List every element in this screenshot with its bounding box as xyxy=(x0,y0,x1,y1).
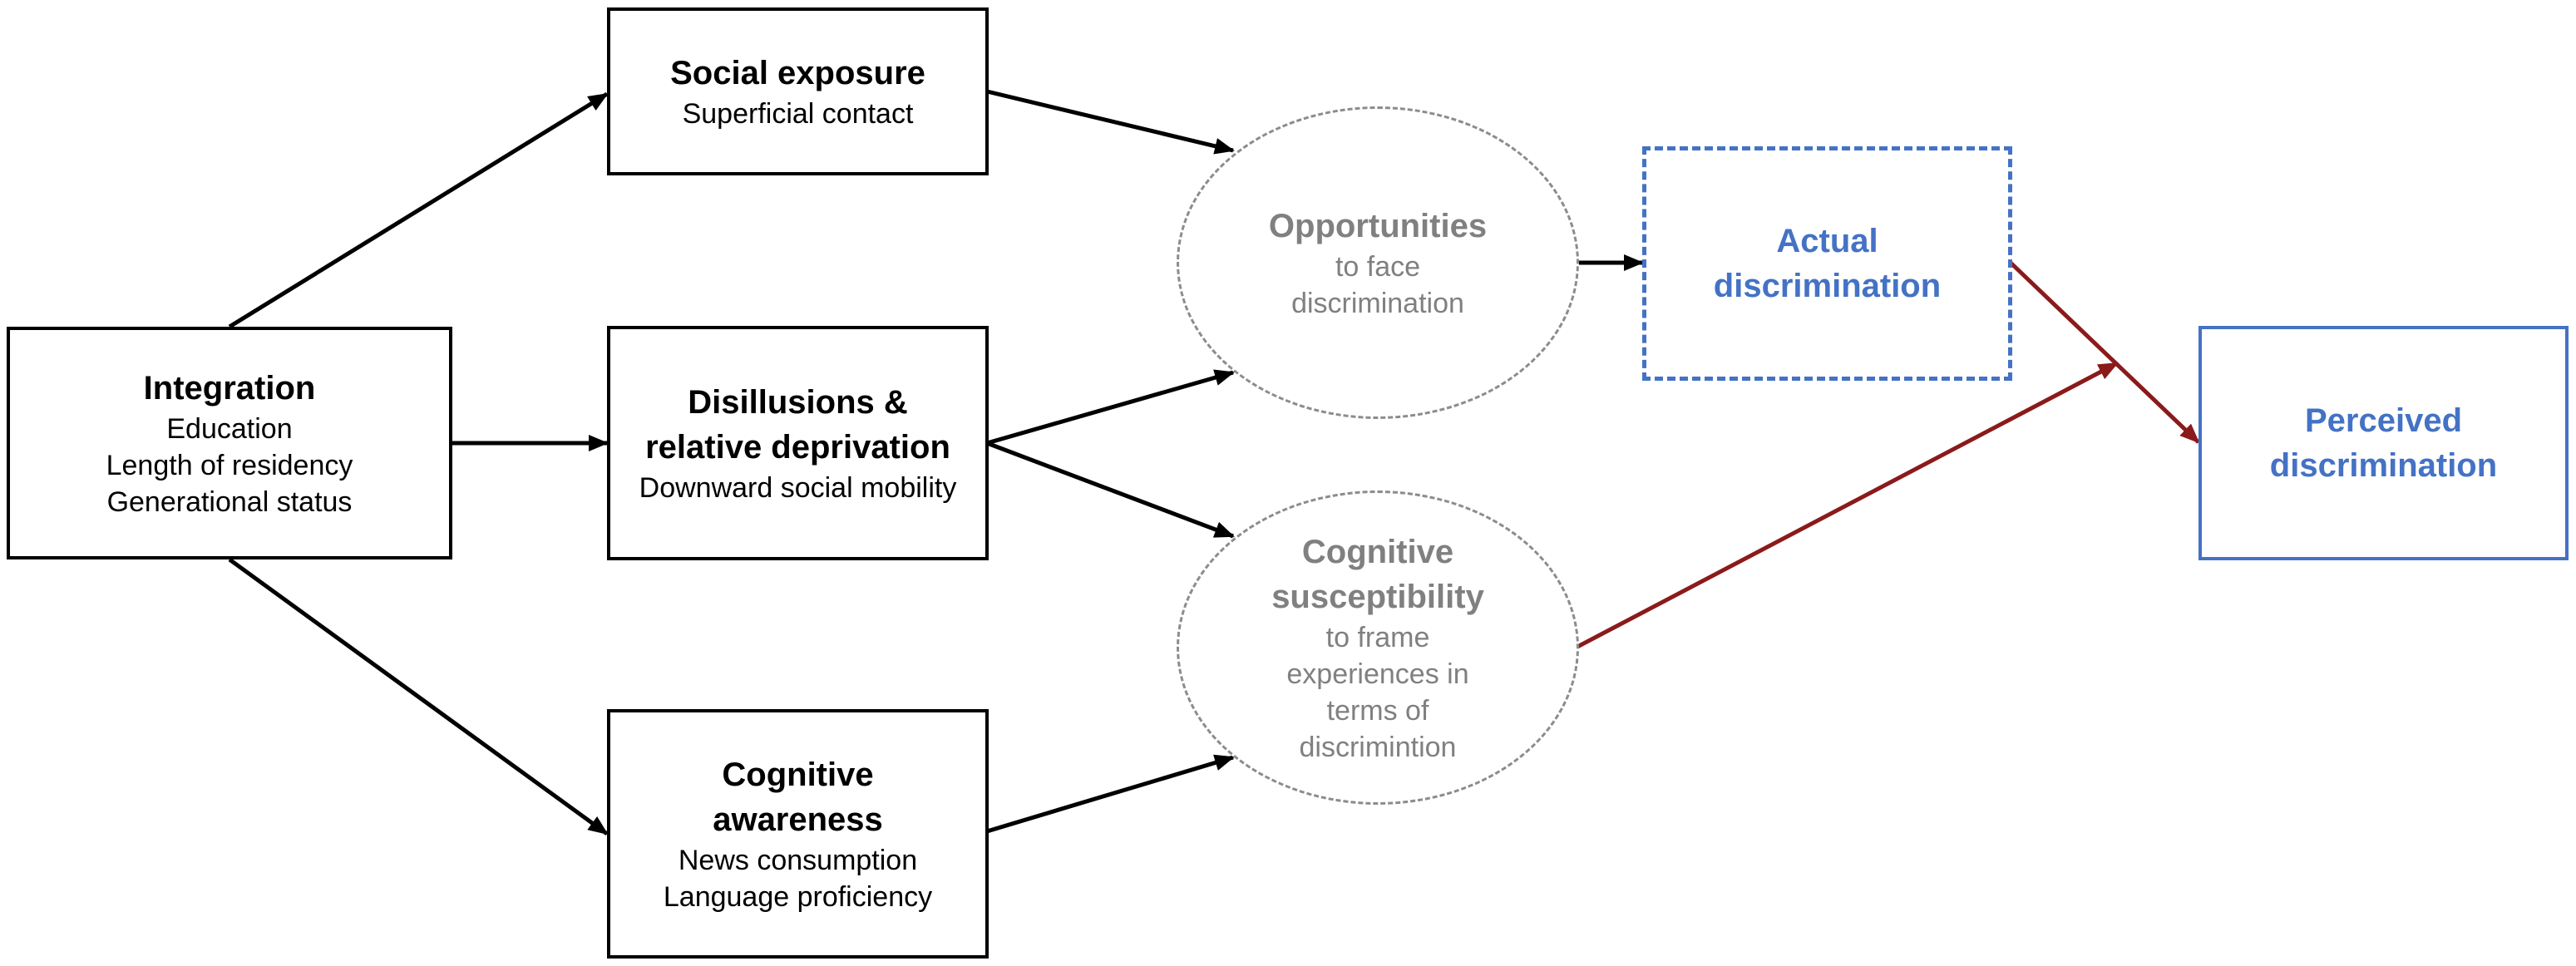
cognitive-susceptibility-line-2: experiences in xyxy=(1286,658,1469,690)
cognitive-susceptibility-title-line-2: susceptibility xyxy=(1271,579,1484,615)
cognitive-susceptibility-ellipse: Cognitive susceptibility to frame experi… xyxy=(1177,490,1579,805)
arrow-disillusions-to-opportunities xyxy=(986,369,1235,446)
disillusions-title-line-2: relative deprivation xyxy=(645,429,950,466)
arrow-cognitive-awareness-to-cognitive-susceptibility xyxy=(986,754,1235,834)
perceived-discrimination-title-line-1: Perceived xyxy=(2304,402,2463,439)
disillusions-title-line-1: Disillusions & xyxy=(688,384,908,421)
cognitive-susceptibility-line-4: discrimintion xyxy=(1299,732,1457,763)
opportunities-line-2: discrimination xyxy=(1291,288,1464,319)
opportunities-line-1: to face xyxy=(1335,251,1421,283)
arrow-actual-to-perceived-discrimination xyxy=(2009,261,2200,444)
perceived-discrimination-title-line-2: discrimination xyxy=(2269,447,2498,484)
disillusions-box: Disillusions & relative deprivation Down… xyxy=(607,326,989,560)
cognitive-awareness-title-line-2: awareness xyxy=(713,801,883,838)
opportunities-ellipse: Opportunities to face discrimination xyxy=(1177,106,1579,419)
social-exposure-title: Social exposure xyxy=(670,55,925,91)
social-exposure-box: Social exposure Superficial contact xyxy=(607,7,989,175)
integration-line-generational: Generational status xyxy=(106,486,353,518)
integration-line-education: Education xyxy=(166,413,293,445)
cognitive-susceptibility-title-line-1: Cognitive xyxy=(1301,534,1454,570)
integration-box: Integration Education Length of residenc… xyxy=(7,327,452,559)
opportunities-title: Opportunities xyxy=(1268,208,1488,244)
social-exposure-line-contact: Superficial contact xyxy=(682,98,914,130)
actual-discrimination-box: Actual discrimination xyxy=(1642,146,2012,381)
actual-discrimination-title-line-1: Actual xyxy=(1776,223,1878,259)
integration-line-residency: Length of residency xyxy=(106,450,353,481)
disillusions-line-mobility: Downward social mobility xyxy=(639,472,957,504)
cognitive-susceptibility-line-3: terms of xyxy=(1326,695,1429,727)
arrow-disillusions-to-cognitive-susceptibility xyxy=(986,441,1235,539)
arrow-integration-to-social-exposure xyxy=(228,91,609,329)
cognitive-awareness-title-line-1: Cognitive xyxy=(722,757,874,793)
arrow-social-exposure-to-opportunities xyxy=(986,89,1235,155)
cognitive-awareness-line-news: News consumption xyxy=(678,845,918,876)
integration-title: Integration xyxy=(143,370,316,407)
cognitive-susceptibility-line-1: to frame xyxy=(1325,622,1430,653)
arrow-integration-to-cognitive-awareness xyxy=(228,557,609,836)
arrow-susceptibility-moderates-link xyxy=(1576,361,2119,649)
actual-discrimination-title-line-2: discrimination xyxy=(1713,268,1942,304)
perceived-discrimination-box: Perceived discrimination xyxy=(2198,326,2569,560)
cognitive-awareness-line-language: Language proficiency xyxy=(663,881,933,913)
cognitive-awareness-box: Cognitive awareness News consumption Lan… xyxy=(607,709,989,959)
